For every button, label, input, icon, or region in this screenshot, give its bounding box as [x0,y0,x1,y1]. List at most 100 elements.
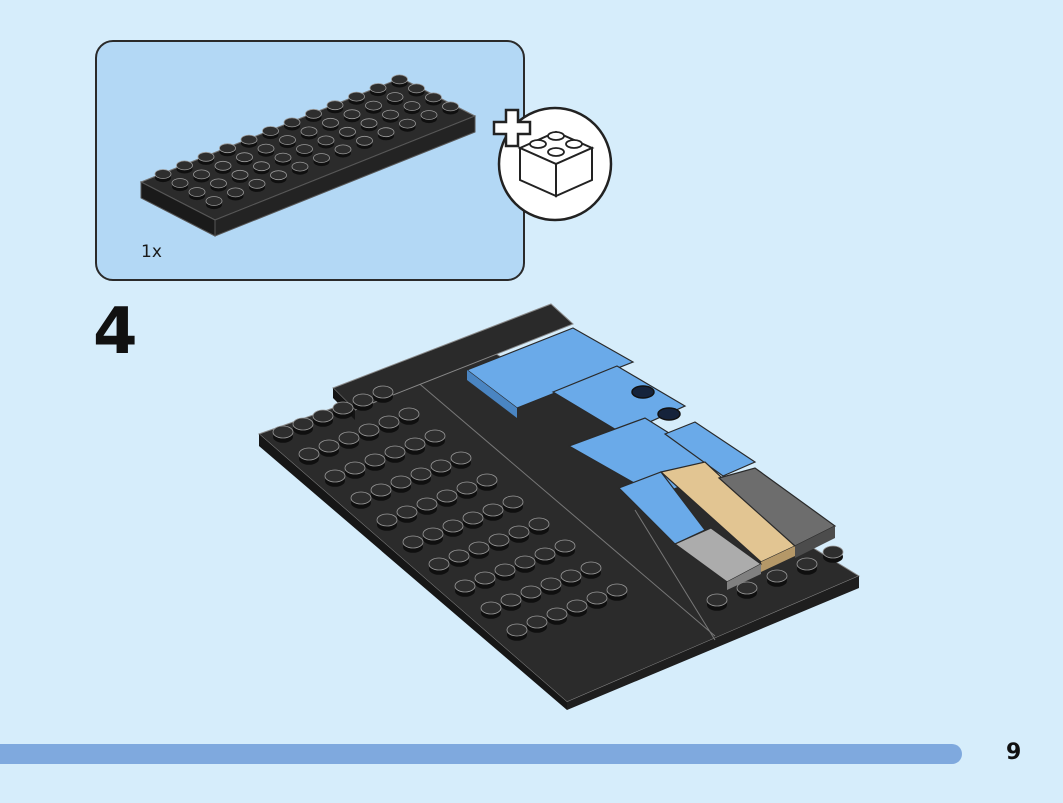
stud [540,577,562,595]
stud [560,569,582,587]
stud [398,407,420,425]
stud [390,475,412,493]
page-number: 9 [1006,740,1022,765]
stud [338,431,360,449]
stud [332,401,354,419]
stud [317,135,335,149]
stud [425,92,442,106]
stud [236,152,253,166]
stud [566,599,588,617]
stud [456,481,478,499]
stud [520,585,542,603]
stud [300,126,318,140]
stud [482,503,504,521]
stud [488,533,510,551]
stud [248,178,266,192]
step-number: 4 [93,295,138,369]
stud [450,451,472,469]
stud [339,126,356,140]
stud [283,117,301,131]
stud [494,563,516,581]
stud [231,169,249,183]
stud [402,535,424,553]
stud [384,445,406,463]
stud [378,415,400,433]
stud [822,545,844,563]
stud [279,135,296,149]
stud [356,135,373,149]
part-quantity: 1x [141,242,162,262]
stud [534,547,556,565]
stud [580,561,602,579]
stud [430,459,452,477]
stud [476,473,498,491]
stud [305,108,322,122]
stud [766,569,788,587]
stud [399,118,416,132]
stud [376,513,398,531]
stud [428,557,450,575]
plate-icon [139,74,477,237]
stud [424,429,446,447]
stud [796,557,818,575]
stud [298,447,320,465]
stud [736,581,758,599]
stud [257,143,275,157]
stud [262,126,279,140]
stud [514,555,536,573]
stud [372,385,394,403]
stud [292,417,314,435]
stud [154,169,172,183]
stud [500,593,522,611]
stud [370,483,392,501]
stud [506,623,528,641]
stud [219,143,236,157]
stud [176,160,193,174]
stud [291,161,309,175]
stud [214,160,232,174]
stud [528,517,550,535]
stud [205,196,223,210]
stud [360,118,378,132]
stud [272,425,294,443]
stud [322,117,339,131]
stud [416,497,438,515]
stud [706,593,728,611]
stud [403,101,421,115]
stud [442,519,464,537]
stud [382,109,399,123]
stud [474,571,496,589]
build-model [258,303,861,710]
stud [422,527,444,545]
stud [171,178,189,192]
stud [364,453,386,471]
parts-callout: 1x [95,40,525,281]
stud [377,127,395,141]
stud [296,144,313,158]
stud [352,393,374,411]
add-brick-icon [492,106,613,222]
stud [480,601,502,619]
stud [193,169,210,183]
stud [188,187,206,201]
stud [436,489,458,507]
stud [343,109,361,123]
stud [197,151,215,165]
stud [318,439,340,457]
stud [350,491,372,509]
stud [526,615,548,633]
stud [468,541,490,559]
stud [391,74,408,88]
stud [606,583,628,601]
stud [313,153,330,167]
stud [312,409,334,427]
stud [253,161,270,175]
stud [358,423,380,441]
stud [365,100,382,114]
stud [508,525,530,543]
stud [386,92,404,106]
stud [454,579,476,597]
stud [324,469,346,487]
stud [348,91,365,105]
stud [442,101,459,115]
